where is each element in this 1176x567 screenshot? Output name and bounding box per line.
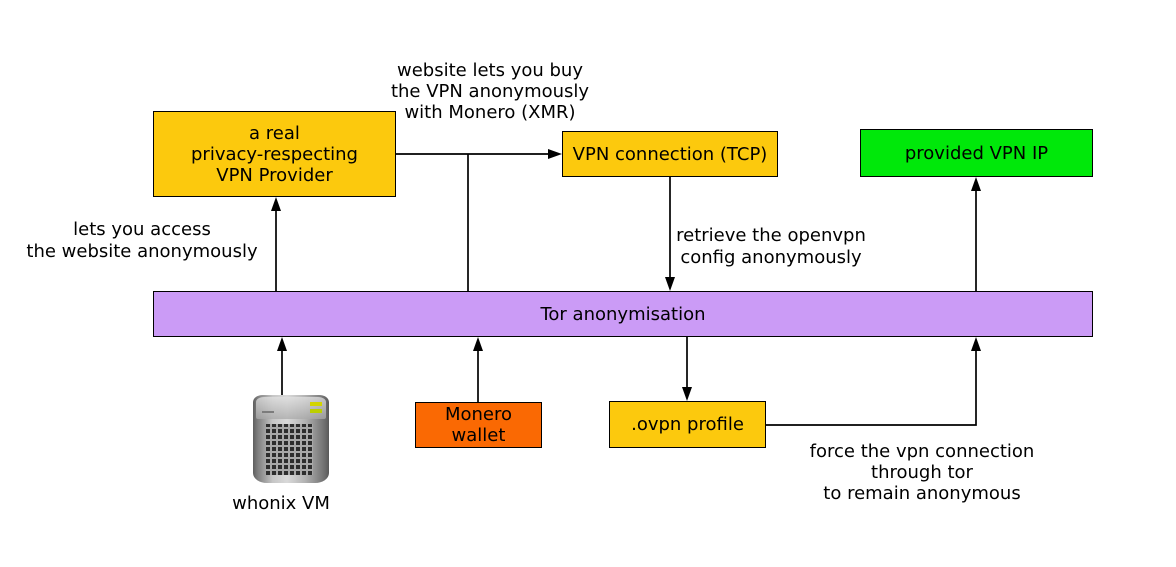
note-access-website-anonymously: lets you access the website anonymously — [26, 219, 258, 262]
arrow-tor-to-ovpn — [682, 337, 692, 401]
note-buy-vpn-anonymously: website lets you buy the VPN anonymously… — [390, 60, 590, 123]
arrow-whonix-to-tor — [277, 337, 287, 396]
server-logo-mark — [262, 411, 274, 413]
server-led-icon — [310, 409, 322, 413]
arrow-ovpn-to-tor — [766, 337, 981, 426]
node-vpn-provider: a real privacy-respecting VPN Provider — [153, 111, 396, 197]
arrow-connection-to-tor — [665, 177, 675, 291]
arrow-tor-to-provider — [271, 197, 281, 291]
node-ovpn-profile: .ovpn profile — [609, 401, 766, 448]
note-retrieve-openvpn-config: retrieve the openvpn config anonymously — [676, 225, 866, 268]
node-provided-vpn-ip: provided VPN IP — [860, 129, 1093, 177]
arrow-monero-to-tor — [473, 337, 483, 402]
node-monero-wallet: Monero wallet — [415, 402, 542, 448]
node-tor-anonymisation: Tor anonymisation — [153, 291, 1093, 337]
arrow-provider-to-connection — [396, 149, 562, 159]
arrow-tor-to-provided-ip — [971, 177, 981, 291]
node-vpn-connection: VPN connection (TCP) — [562, 131, 778, 177]
server-led-icon — [310, 402, 322, 406]
whonix-vm-label: whonix VM — [232, 493, 330, 514]
whonix-vm-icon — [253, 395, 329, 483]
server-vent-grid — [266, 424, 313, 475]
server-top-panel — [256, 397, 326, 419]
note-force-vpn-through-tor: force the vpn connection through tor to … — [809, 441, 1035, 504]
